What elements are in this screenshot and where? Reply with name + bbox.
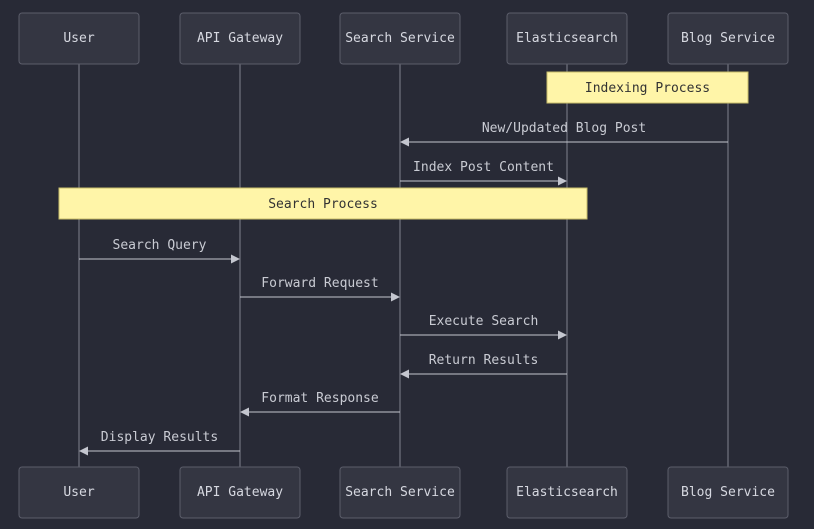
participant-box: [179, 12, 301, 65]
participant-elasticsearch-bottom[interactable]: Elasticsearch: [506, 466, 628, 519]
arrowhead-icon: [79, 446, 88, 456]
participant-box: [18, 466, 140, 519]
arrowhead-icon: [558, 176, 567, 186]
participant-user-top[interactable]: User: [18, 12, 140, 65]
message-label: Display Results: [101, 430, 218, 445]
participant-label: API Gateway: [197, 485, 283, 500]
message-execute-search: Execute Search: [400, 314, 567, 340]
arrowhead-icon: [240, 407, 249, 417]
participant-api-gateway-top[interactable]: API Gateway: [179, 12, 301, 65]
participant-label: User: [63, 31, 94, 46]
participant-label: Elasticsearch: [516, 485, 618, 500]
note-label: Search Process: [268, 197, 378, 212]
message-display-results: Display Results: [79, 430, 240, 456]
participant-search-service-top[interactable]: Search Service: [339, 12, 461, 65]
participant-label: Search Service: [345, 485, 455, 500]
participant-label: Blog Service: [681, 485, 775, 500]
message-label: Search Query: [113, 238, 207, 253]
note-box: [546, 71, 749, 104]
participant-box: [18, 12, 140, 65]
message-new-updated-blog-post: New/Updated Blog Post: [400, 121, 728, 147]
participant-user-bottom[interactable]: User: [18, 466, 140, 519]
message-format-response: Format Response: [240, 391, 400, 417]
participant-label: Blog Service: [681, 31, 775, 46]
participant-elasticsearch-top[interactable]: Elasticsearch: [506, 12, 628, 65]
note-search-process: Search Process: [58, 187, 588, 220]
participant-search-service-bottom[interactable]: Search Service: [339, 466, 461, 519]
message-label: Return Results: [429, 353, 539, 368]
participant-box: [179, 466, 301, 519]
message-label: Execute Search: [429, 314, 539, 329]
note-label: Indexing Process: [585, 81, 710, 96]
participant-box: [667, 12, 789, 65]
participant-label: User: [63, 485, 94, 500]
message-label: Index Post Content: [413, 160, 554, 175]
participant-label: Search Service: [345, 31, 455, 46]
participant-label: API Gateway: [197, 31, 283, 46]
participant-box: [667, 466, 789, 519]
note-indexing-process: Indexing Process: [546, 71, 749, 104]
message-label: Format Response: [261, 391, 379, 406]
message-label: Forward Request: [261, 276, 378, 291]
arrowhead-icon: [400, 369, 409, 379]
message-return-results: Return Results: [400, 353, 567, 379]
message-search-query: Search Query: [79, 238, 240, 264]
participant-box: [339, 12, 461, 65]
message-label: New/Updated Blog Post: [482, 121, 646, 136]
arrowhead-icon: [391, 292, 400, 302]
participant-label: Elasticsearch: [516, 31, 618, 46]
participant-box: [506, 466, 628, 519]
participant-box: [339, 466, 461, 519]
message-forward-request: Forward Request: [240, 276, 400, 302]
message-index-post-content: Index Post Content: [400, 160, 567, 186]
participant-box: [506, 12, 628, 65]
arrowhead-icon: [558, 330, 567, 340]
note-box: [58, 187, 588, 220]
arrowhead-icon: [400, 137, 409, 147]
participant-blog-service-bottom[interactable]: Blog Service: [667, 466, 789, 519]
arrowhead-icon: [231, 254, 240, 264]
participant-blog-service-top[interactable]: Blog Service: [667, 12, 789, 65]
participant-api-gateway-bottom[interactable]: API Gateway: [179, 466, 301, 519]
